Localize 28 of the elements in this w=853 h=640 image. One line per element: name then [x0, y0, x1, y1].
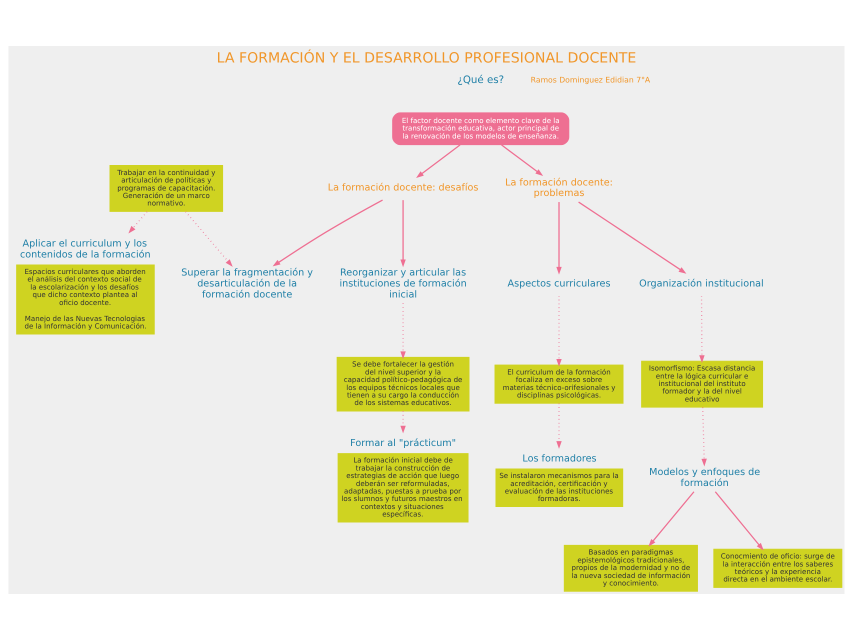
node-text: Aspectos curriculares: [508, 278, 610, 290]
arrow: [578, 202, 686, 274]
arrow: [714, 491, 764, 551]
arrow: [556, 202, 562, 275]
arrow: [272, 199, 383, 266]
arrow: [400, 411, 406, 434]
node-text: La formación docente: problemas: [505, 177, 613, 200]
arrow: [185, 211, 233, 267]
node-text: Reorganizar y articular las instituciones de formación inicial: [339, 268, 467, 301]
node-label: Formar al "prácticum": [350, 438, 456, 450]
node-label: Aplicar el curriculum y los contenidos de la formación: [20, 238, 151, 260]
node-text: Organización institucional: [639, 278, 764, 290]
arrow: [556, 404, 562, 449]
arrow: [648, 491, 694, 547]
arrow: [400, 200, 406, 268]
arrow: [400, 303, 406, 360]
node-text: Superar la fragmentación y desarticulación de la formación docente: [181, 268, 313, 301]
node-text: La formación docente: desafíos: [328, 182, 478, 194]
arrow: [416, 144, 460, 178]
arrow: [699, 296, 705, 363]
arrow: [501, 144, 544, 176]
arrow: [556, 296, 562, 367]
arrow: [128, 211, 148, 234]
node-label: ¿Qué es?: [457, 74, 504, 86]
diagram-title: LA FORMACIÓN Y EL DESARROLLO PROFESIONAL DOCENTE: [216, 50, 636, 66]
node-text: Modelos y enfoques de formación: [649, 466, 760, 489]
node-label: Los formadores: [522, 453, 596, 464]
arrow: [701, 407, 707, 466]
